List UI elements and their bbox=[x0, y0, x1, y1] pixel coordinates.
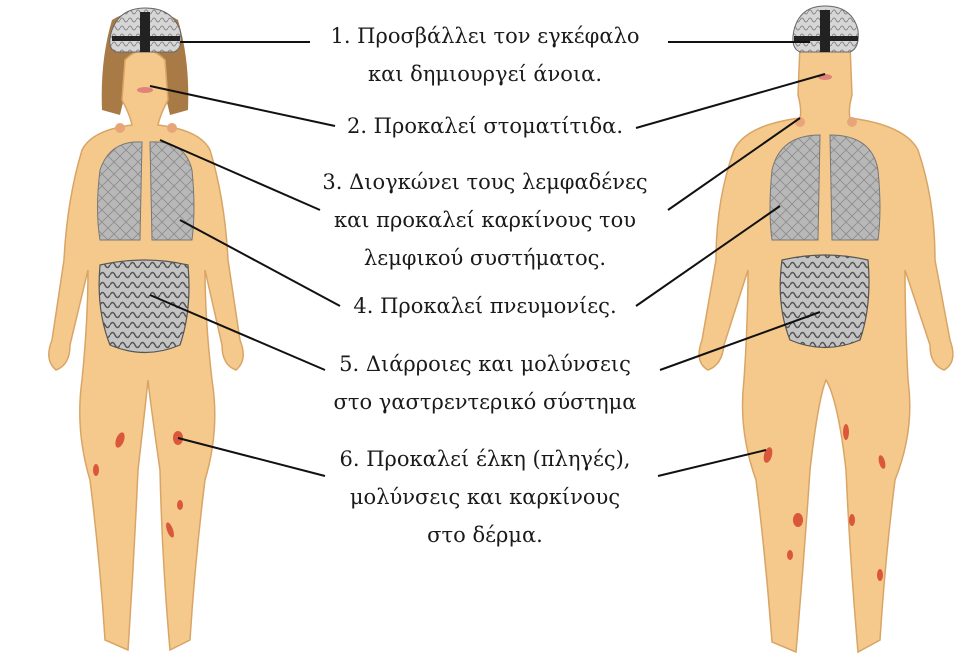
female-lymph-node bbox=[115, 123, 125, 133]
label-3-line-3: λεμφικού συστήματος. bbox=[300, 239, 670, 277]
label-3-line-1: 3. Διογκώνει τους λεμφαδένες bbox=[300, 163, 670, 201]
label-6-line-2: μολύνσεις και καρκίνους bbox=[300, 478, 670, 516]
label-2-mouth: 2. Προκαλεί στοματίτιδα. bbox=[300, 107, 670, 145]
label-3-lymph: 3. Διογκώνει τους λεμφαδένες και προκαλε… bbox=[300, 163, 670, 277]
label-2-line-1: 2. Προκαλεί στοματίτιδα. bbox=[300, 107, 670, 145]
label-3-line-2: και προκαλεί καρκίνους του bbox=[300, 201, 670, 239]
label-5-line-1: 5. Διάρροιες και μολύνσεις bbox=[300, 345, 670, 383]
label-6-skin: 6. Προκαλεί έλκη (πληγές), μολύνσεις και… bbox=[300, 440, 670, 554]
label-1-line-2: και δημιουργεί άνοια. bbox=[300, 55, 670, 93]
female-figure bbox=[49, 8, 243, 650]
female-brain-divide bbox=[140, 12, 150, 52]
male-intestines bbox=[780, 255, 869, 348]
male-figure bbox=[699, 6, 953, 652]
label-4-lungs: 4. Προκαλεί πνευμονίες. bbox=[300, 287, 670, 325]
label-6-line-1: 6. Προκαλεί έλκη (πληγές), bbox=[300, 440, 670, 478]
label-5-line-2: στο γαστρεντερικό σύστημα bbox=[300, 383, 670, 421]
label-5-gut: 5. Διάρροιες και μολύνσεις στο γαστρεντε… bbox=[300, 345, 670, 421]
label-1-line-1: 1. Προσβάλλει τον εγκέφαλο bbox=[300, 17, 670, 55]
label-6-line-3: στο δέρμα. bbox=[300, 516, 670, 554]
label-4-line-1: 4. Προκαλεί πνευμονίες. bbox=[300, 287, 670, 325]
label-1-brain: 1. Προσβάλλει τον εγκέφαλο και δημιουργε… bbox=[300, 17, 670, 93]
female-mouth bbox=[137, 87, 153, 93]
